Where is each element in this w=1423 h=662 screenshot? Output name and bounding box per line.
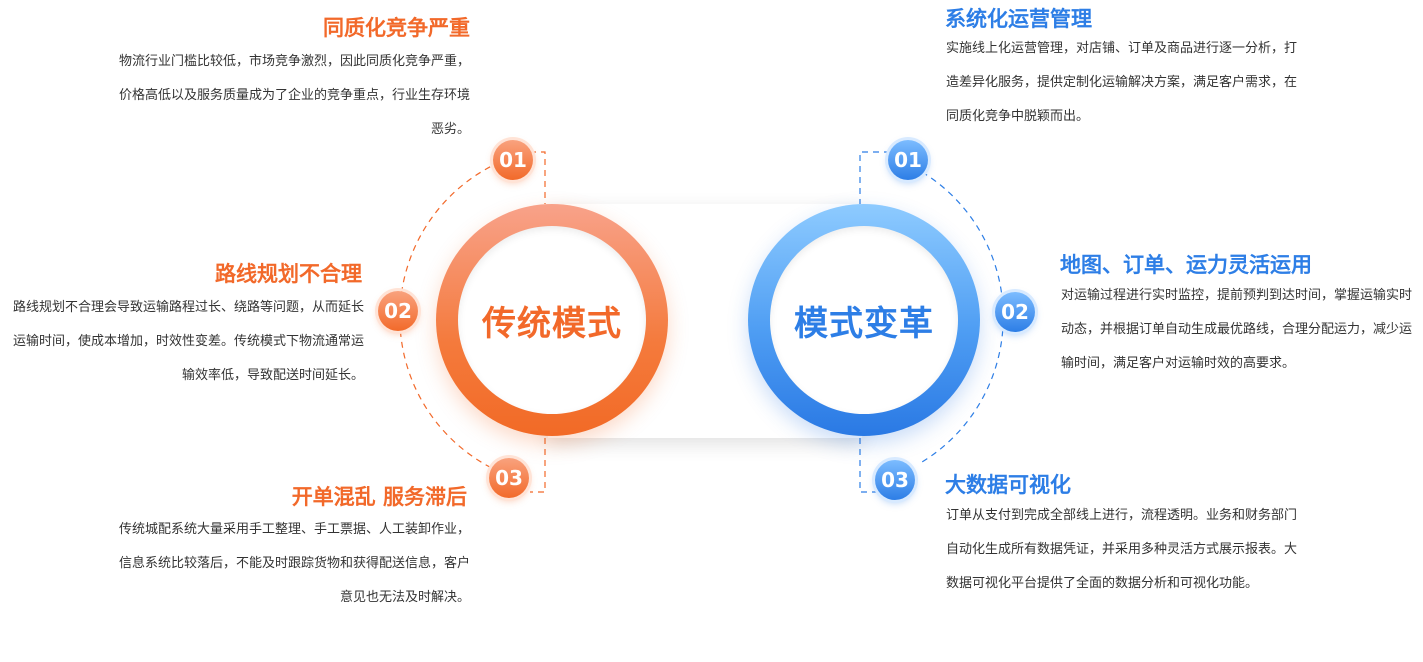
left-item-1-title: 同质化竞争严重 <box>323 16 470 40</box>
right-badge-01: 01 <box>888 140 928 180</box>
mode-reform-title: 模式变革 <box>794 303 934 344</box>
left-item-2-title: 路线规划不合理 <box>215 262 362 286</box>
left-badge-03: 03 <box>489 458 529 498</box>
mode-reform-circle-inner: 模式变革 <box>770 226 958 414</box>
left-badge-01: 01 <box>493 140 533 180</box>
left-item-2-description: 路线规划不合理会导致运输路程过长、绕路等问题，从而延长运输时间，使成本增加，时效… <box>12 300 364 383</box>
left-item-3-title: 开单混乱 服务滞后 <box>291 485 467 509</box>
right-badge-03: 03 <box>875 460 915 500</box>
left-dashed-bracket <box>530 151 546 493</box>
right-item-1-title: 系统化运营管理 <box>945 7 1092 31</box>
right-item-1-description: 实施线上化运营管理，对店铺、订单及商品进行逐一分析，打造差异化服务，提供定制化运… <box>946 41 1298 124</box>
traditional-mode-title: 传统模式 <box>482 303 622 344</box>
right-item-2-title: 地图、订单、运力灵活运用 <box>1060 253 1312 277</box>
right-item-3-description: 订单从支付到完成全部线上进行，流程透明。业务和财务部门自动化生成所有数据凭证，并… <box>946 508 1298 591</box>
right-dashed-bracket <box>859 151 890 493</box>
left-item-1-description: 物流行业门槛比较低，市场竞争激烈，因此同质化竞争严重，价格高低以及服务质量成为了… <box>118 54 470 137</box>
left-dashed-arc <box>399 161 501 473</box>
right-item-2-description: 对运输过程进行实时监控，提前预判到达时间，掌握运输实时动态，并根据订单自动生成最… <box>1061 288 1413 371</box>
left-badge-02: 02 <box>378 291 418 331</box>
traditional-mode-circle: 传统模式 <box>436 204 668 436</box>
right-item-3-title: 大数据可视化 <box>945 473 1071 497</box>
left-item-3-description: 传统城配系统大量采用手工整理、手工票据、人工装卸作业，信息系统比较落后，不能及时… <box>118 522 470 605</box>
mode-reform-circle: 模式变革 <box>748 204 980 436</box>
right-badge-02: 02 <box>995 292 1035 332</box>
traditional-mode-circle-inner: 传统模式 <box>458 226 646 414</box>
